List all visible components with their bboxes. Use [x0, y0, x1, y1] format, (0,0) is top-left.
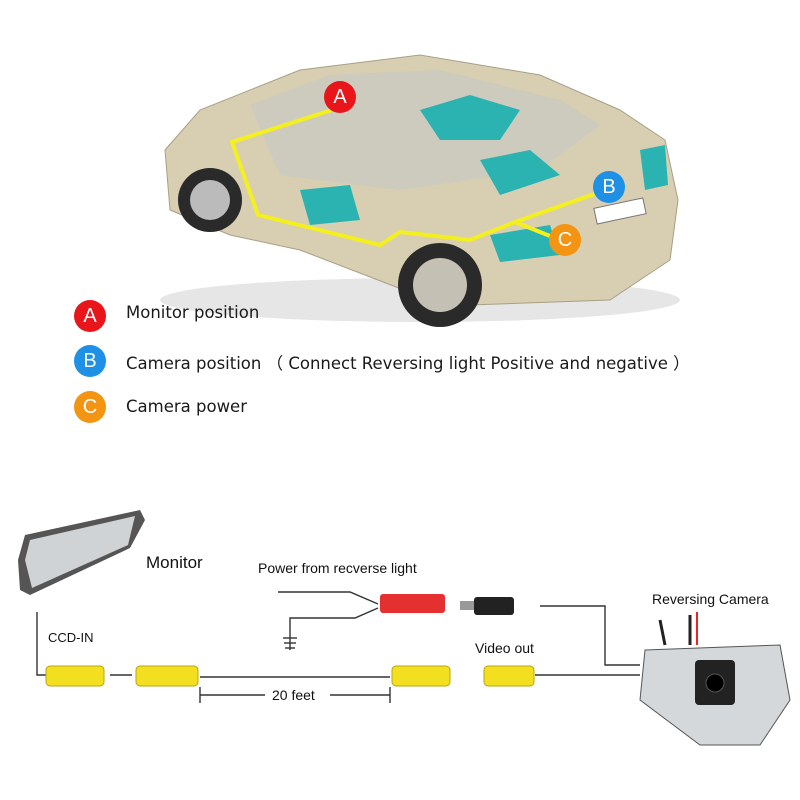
- license-plate: [593, 197, 647, 225]
- video-out-label: Video out: [475, 640, 534, 656]
- cable-length-label: 20 feet: [272, 687, 315, 703]
- marker-b: B: [593, 171, 625, 203]
- connector-pin: [460, 601, 474, 610]
- marker-c: C: [549, 224, 581, 256]
- power-connector-male: [474, 597, 514, 615]
- legend-badge-a: A: [74, 300, 106, 332]
- legend-text-camera-position: Camera position （ Connect Reversing ligh…: [126, 354, 690, 373]
- ground-icon: [283, 637, 297, 649]
- wire-path: [229, 106, 601, 248]
- rim: [190, 180, 230, 220]
- tail-light: [640, 145, 668, 190]
- power-label: Power from recverse light: [258, 560, 417, 576]
- legend-badge-b: B: [74, 345, 106, 377]
- seat: [300, 185, 360, 225]
- power-connector-female: [380, 594, 445, 613]
- wires: [36, 591, 640, 703]
- legend-text-monitor-position: Monitor position: [126, 303, 260, 322]
- seat: [480, 150, 560, 195]
- legend-badge-c: C: [74, 391, 106, 423]
- reversing-camera-label: Reversing Camera: [652, 591, 769, 607]
- rim: [413, 258, 467, 312]
- legend-text-camera-power: Camera power: [126, 397, 247, 416]
- rca-plugs: [45, 665, 535, 687]
- ccd-in-label: CCD-IN: [48, 630, 94, 645]
- reversing-camera: [639, 612, 791, 746]
- seat: [420, 95, 520, 140]
- monitor-label: Monitor: [146, 553, 203, 572]
- rearview-mirror-monitor: [18, 510, 145, 595]
- marker-a: A: [324, 81, 356, 113]
